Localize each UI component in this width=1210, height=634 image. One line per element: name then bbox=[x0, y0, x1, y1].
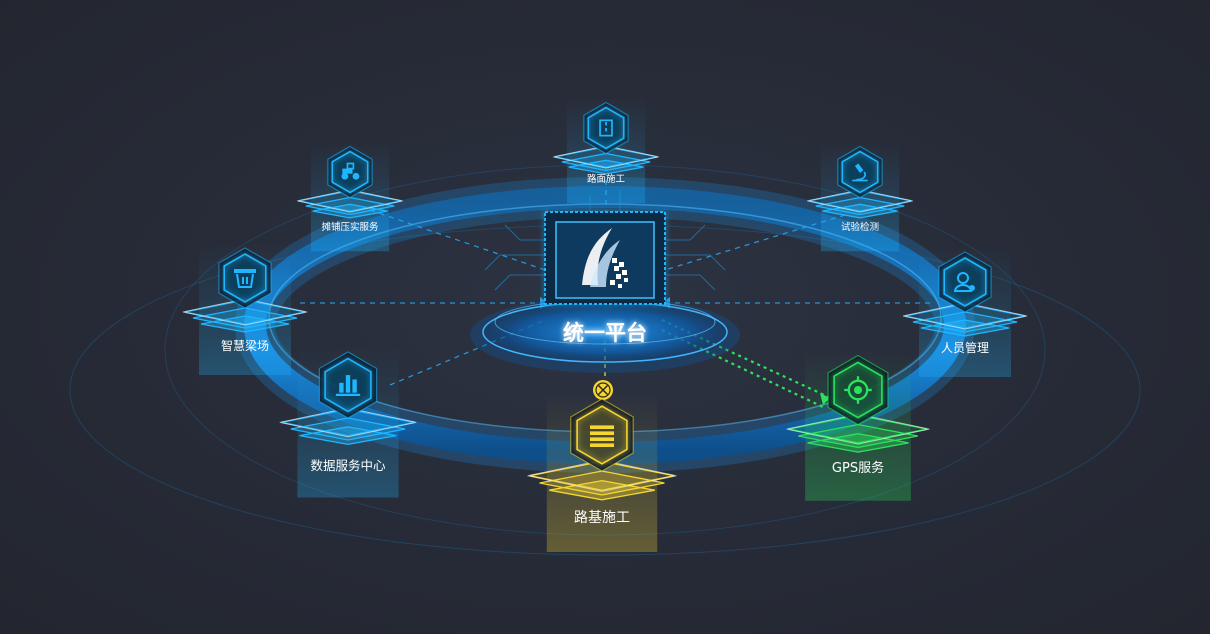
platform-logo-icon bbox=[582, 228, 628, 288]
node-platform-edge bbox=[553, 145, 659, 169]
node-platform-tier bbox=[568, 159, 644, 175]
node-platform-tier bbox=[822, 203, 898, 219]
node-platform-edge bbox=[786, 413, 930, 445]
node-platform-edge bbox=[182, 298, 308, 326]
node-label: 路基施工 bbox=[574, 509, 630, 526]
node-label: 试验检测 bbox=[841, 221, 879, 233]
node-platform-tier bbox=[192, 307, 298, 329]
node-platform-tier bbox=[549, 479, 655, 501]
node-platform-tier bbox=[912, 311, 1018, 333]
node-platform-tier bbox=[561, 152, 651, 172]
node-hex-inner bbox=[223, 253, 267, 303]
node-platform-tier bbox=[290, 417, 406, 441]
center-title: 统一平台 bbox=[563, 321, 647, 345]
microscope-icon bbox=[852, 163, 868, 182]
node-label: 路面施工 bbox=[587, 173, 626, 185]
node-beam-yard[interactable]: 智慧梁场 bbox=[182, 243, 308, 375]
node-platform-tier bbox=[305, 196, 395, 216]
node-platform-tier bbox=[312, 203, 388, 219]
node-label: 摊铺压实服务 bbox=[321, 221, 379, 233]
node-platform-tier bbox=[539, 470, 665, 496]
bar-chart-icon bbox=[335, 375, 361, 397]
beam-icon bbox=[234, 269, 256, 288]
node-platform-tier bbox=[299, 426, 397, 446]
node-personnel[interactable]: 人员管理 bbox=[902, 247, 1028, 377]
node-data-center[interactable]: 数据服务中心 bbox=[279, 346, 417, 498]
target-icon bbox=[844, 376, 872, 404]
node-label: 人员管理 bbox=[941, 340, 989, 355]
node-road-surface[interactable]: 路面施工 bbox=[553, 98, 659, 204]
node-label: 数据服务中心 bbox=[310, 458, 386, 473]
node-platform-edge bbox=[807, 189, 913, 213]
node-platform-edge bbox=[279, 407, 417, 438]
node-platform-edge bbox=[902, 302, 1028, 330]
node-hex-inner bbox=[587, 106, 625, 150]
node-testing[interactable]: 试验检测 bbox=[807, 142, 913, 252]
road-icon bbox=[599, 119, 613, 137]
layers-icon bbox=[590, 425, 614, 447]
node-platform-tier bbox=[815, 196, 905, 216]
roller-icon bbox=[341, 162, 360, 180]
user-gear-icon bbox=[953, 272, 975, 292]
node-subgrade[interactable]: 路基施工 bbox=[527, 393, 677, 552]
node-paving[interactable]: 摊铺压实服务 bbox=[297, 142, 403, 252]
node-label: GPS服务 bbox=[832, 460, 884, 476]
node-hex-inner bbox=[576, 405, 628, 465]
node-gps[interactable]: GPS服务 bbox=[786, 349, 930, 501]
node-platform-edge bbox=[297, 189, 403, 213]
node-platform-tier bbox=[798, 423, 918, 449]
node-platform-edge bbox=[527, 459, 677, 492]
node-label: 智慧梁场 bbox=[221, 338, 269, 353]
